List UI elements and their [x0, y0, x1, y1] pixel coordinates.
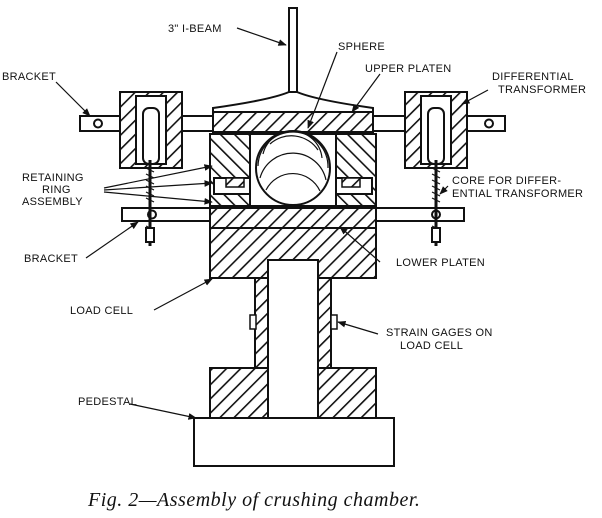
label-i-beam: 3" I-BEAM [168, 23, 222, 35]
label-bracket-lower: BRACKET [24, 253, 78, 265]
core-rod-left [145, 160, 155, 246]
label-strain-gages-line1: STRAIN GAGES ON [386, 327, 493, 339]
leader-load-cell [153, 278, 213, 311]
sphere [255, 130, 331, 206]
leader-pedestal [129, 403, 197, 420]
leader-retaining-ring-2 [103, 180, 213, 191]
differential-transformer-right [404, 91, 468, 169]
leader-bracket-lower [85, 221, 139, 259]
pedestal [193, 417, 395, 467]
upper-platen [212, 111, 374, 133]
leader-retaining-ring-1 [103, 164, 213, 189]
leader-i-beam [236, 27, 287, 46]
leader-core [439, 185, 449, 195]
label-sphere: SPHERE [338, 41, 385, 53]
label-differential-transformer-line2: TRANSFORMER [498, 84, 586, 96]
label-upper-platen: UPPER PLATEN [365, 63, 452, 75]
label-core-line2: ENTIAL TRANSFORMER [452, 188, 583, 200]
lower-platen [209, 207, 377, 229]
load-cell [209, 227, 377, 419]
label-bracket-top: BRACKET [2, 71, 56, 83]
label-retaining-line3: ASSEMBLY [22, 196, 83, 208]
i-beam [212, 7, 374, 113]
leader-differential-transformer [461, 89, 489, 105]
leader-strain-gages [337, 320, 379, 335]
leader-retaining-ring-3 [103, 191, 213, 205]
label-retaining-line2: RING [42, 184, 71, 196]
figure-caption: Fig. 2—Assembly of crushing chamber. [87, 489, 420, 511]
leader-bracket-top [55, 81, 91, 117]
strain-gages [249, 314, 338, 330]
label-retaining-line1: RETAINING [22, 172, 84, 184]
retaining-ring-assembly [213, 177, 373, 195]
differential-transformer-left [119, 91, 183, 169]
label-differential-transformer-line1: DIFFERENTIAL [492, 71, 574, 83]
leader-sphere [307, 51, 338, 129]
label-load-cell: LOAD CELL [70, 305, 133, 317]
label-pedestal: PEDESTAL [78, 396, 137, 408]
core-rod-right [431, 160, 441, 246]
label-lower-platen: LOWER PLATEN [396, 257, 485, 269]
leader-upper-platen [351, 73, 381, 113]
leader-lower-platen [339, 226, 381, 263]
label-core-line1: CORE FOR DIFFER- [452, 175, 561, 187]
label-strain-gages-line2: LOAD CELL [400, 340, 463, 352]
